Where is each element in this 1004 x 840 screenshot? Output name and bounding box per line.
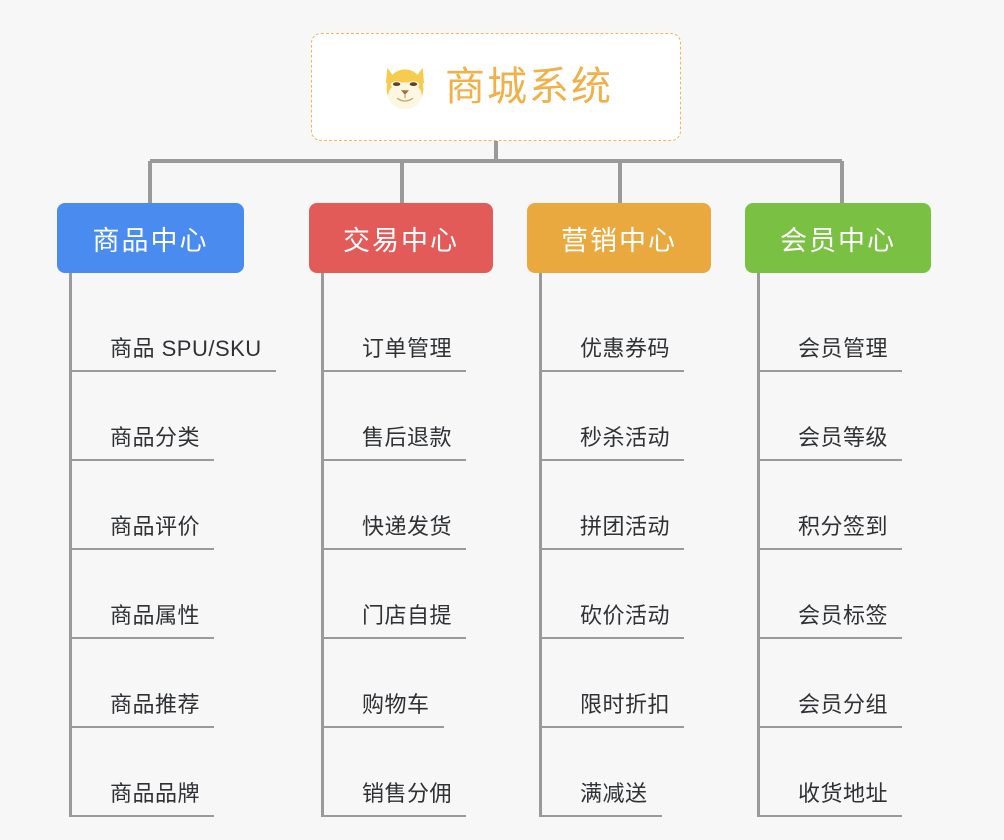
leaf-label: 会员分组 bbox=[798, 692, 889, 717]
leaf-item[interactable]: 商品品牌 bbox=[72, 728, 276, 817]
root-title: 商城系统 bbox=[445, 65, 613, 109]
leaf-label: 商品分类 bbox=[110, 425, 201, 450]
leaf-item[interactable]: 会员等级 bbox=[760, 372, 931, 461]
branch-items-1: 订单管理 售后退款 快递发货 门店自提 购物车 销售分佣 bbox=[321, 273, 493, 817]
leaf-item[interactable]: 限时折扣 bbox=[542, 639, 711, 728]
leaf-item[interactable]: 商品属性 bbox=[72, 550, 276, 639]
leaf-item[interactable]: 商品评价 bbox=[72, 461, 276, 550]
leaf-item[interactable]: 满减送 bbox=[542, 728, 711, 817]
leaf-label: 销售分佣 bbox=[362, 781, 453, 806]
leaf-label: 商品 SPU/SKU bbox=[110, 336, 262, 361]
branch-items-3: 会员管理 会员等级 积分签到 会员标签 会员分组 收货地址 bbox=[757, 273, 931, 817]
leaf-label: 收货地址 bbox=[798, 781, 889, 806]
leaf-label: 满减送 bbox=[580, 781, 648, 806]
leaf-label: 会员管理 bbox=[798, 336, 889, 361]
leaf-item[interactable]: 门店自提 bbox=[324, 550, 493, 639]
branch-column-3: 会员中心 会员管理 会员等级 积分签到 会员标签 会员分组 收货地址 bbox=[745, 203, 931, 817]
leaf-label: 积分签到 bbox=[798, 514, 889, 539]
leaf-item[interactable]: 售后退款 bbox=[324, 372, 493, 461]
branch-header-0[interactable]: 商品中心 bbox=[57, 203, 244, 273]
leaf-label: 秒杀活动 bbox=[580, 425, 671, 450]
leaf-item[interactable]: 商品 SPU/SKU bbox=[72, 283, 276, 372]
leaf-label: 购物车 bbox=[362, 692, 430, 717]
leaf-label: 门店自提 bbox=[362, 603, 453, 628]
leaf-item[interactable]: 拼团活动 bbox=[542, 461, 711, 550]
branch-header-1[interactable]: 交易中心 bbox=[309, 203, 493, 273]
branch-items-0: 商品 SPU/SKU 商品分类 商品评价 商品属性 商品推荐 商品品牌 bbox=[69, 273, 276, 817]
leaf-item[interactable]: 秒杀活动 bbox=[542, 372, 711, 461]
leaf-label: 会员标签 bbox=[798, 603, 889, 628]
leaf-item[interactable]: 订单管理 bbox=[324, 283, 493, 372]
leaf-item[interactable]: 商品分类 bbox=[72, 372, 276, 461]
leaf-item[interactable]: 积分签到 bbox=[760, 461, 931, 550]
leaf-item[interactable]: 会员标签 bbox=[760, 550, 931, 639]
leaf-label: 快递发货 bbox=[362, 514, 453, 539]
leaf-item[interactable]: 购物车 bbox=[324, 639, 493, 728]
leaf-label: 砍价活动 bbox=[580, 603, 671, 628]
leaf-label: 会员等级 bbox=[798, 425, 889, 450]
shiba-dog-emoji-icon bbox=[385, 67, 425, 110]
leaf-label: 拼团活动 bbox=[580, 514, 671, 539]
branch-column-0: 商品中心 商品 SPU/SKU 商品分类 商品评价 商品属性 商品推荐 商品品牌 bbox=[57, 203, 276, 817]
leaf-label: 商品品牌 bbox=[110, 781, 201, 806]
leaf-item[interactable]: 优惠券码 bbox=[542, 283, 711, 372]
leaf-item[interactable]: 会员管理 bbox=[760, 283, 931, 372]
leaf-item[interactable]: 收货地址 bbox=[760, 728, 931, 817]
leaf-item[interactable]: 销售分佣 bbox=[324, 728, 493, 817]
leaf-item[interactable]: 会员分组 bbox=[760, 639, 931, 728]
root-node[interactable]: 商城系统 bbox=[311, 33, 681, 141]
branch-header-3[interactable]: 会员中心 bbox=[745, 203, 931, 273]
leaf-label: 商品评价 bbox=[110, 514, 201, 539]
leaf-label: 售后退款 bbox=[362, 425, 453, 450]
leaf-item[interactable]: 砍价活动 bbox=[542, 550, 711, 639]
leaf-label: 商品推荐 bbox=[110, 692, 201, 717]
leaf-label: 优惠券码 bbox=[580, 336, 671, 361]
leaf-item[interactable]: 商品推荐 bbox=[72, 639, 276, 728]
leaf-label: 商品属性 bbox=[110, 603, 201, 628]
leaf-item[interactable]: 快递发货 bbox=[324, 461, 493, 550]
branch-column-2: 营销中心 优惠券码 秒杀活动 拼团活动 砍价活动 限时折扣 满减送 bbox=[527, 203, 711, 817]
branch-items-2: 优惠券码 秒杀活动 拼团活动 砍价活动 限时折扣 满减送 bbox=[539, 273, 711, 817]
branch-column-1: 交易中心 订单管理 售后退款 快递发货 门店自提 购物车 销售分佣 bbox=[309, 203, 493, 817]
branch-header-2[interactable]: 营销中心 bbox=[527, 203, 711, 273]
leaf-label: 订单管理 bbox=[362, 336, 453, 361]
leaf-label: 限时折扣 bbox=[580, 692, 671, 717]
